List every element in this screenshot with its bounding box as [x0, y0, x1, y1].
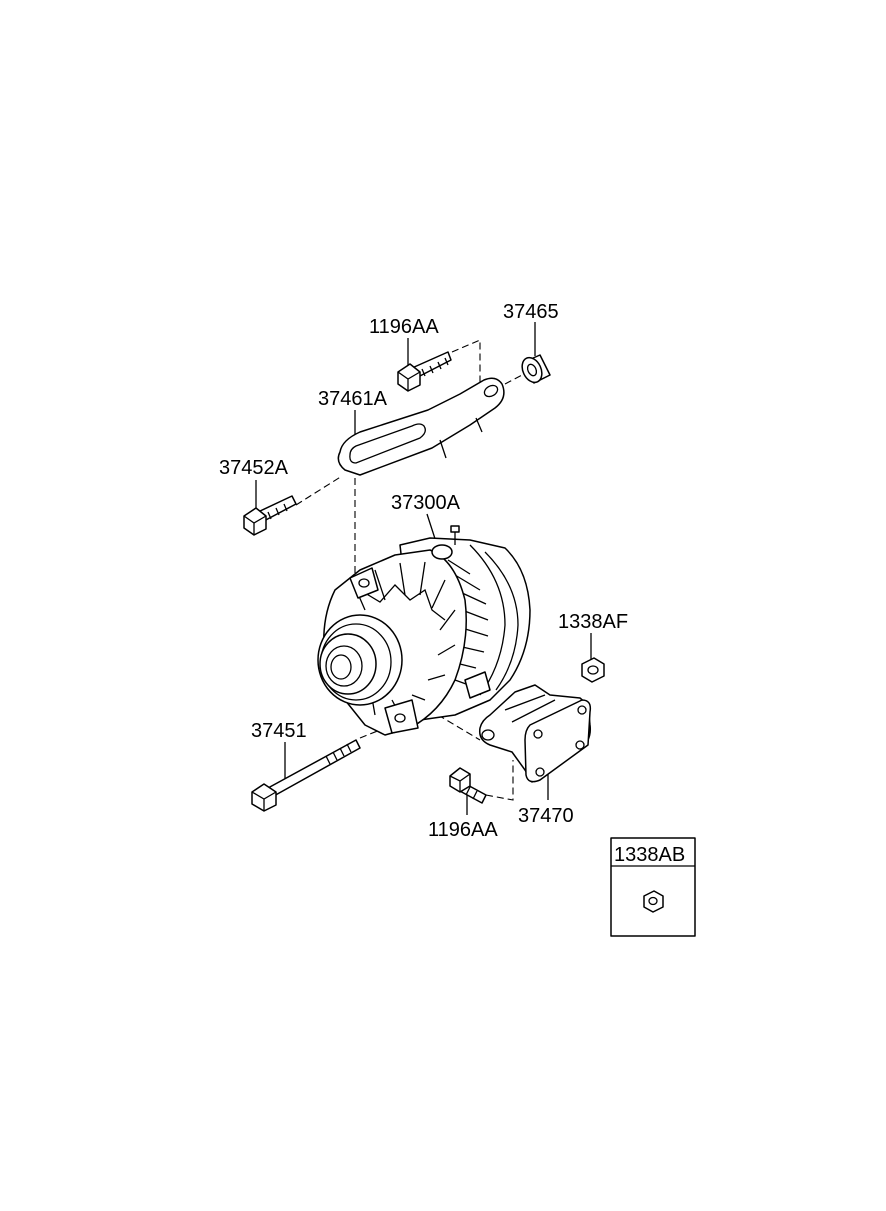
label-37300A: 37300A	[391, 492, 461, 514]
label-37465: 37465	[503, 301, 559, 323]
inset-label-1338AB: 1338AB	[614, 844, 685, 866]
label-37451: 37451	[251, 720, 307, 742]
label-1196AA-lower: 1196AA	[428, 819, 498, 841]
bracket-37461A	[337, 377, 505, 476]
nut-1338AF	[581, 657, 605, 683]
nut-1338AB-icon	[643, 890, 664, 913]
label-1338AF: 1338AF	[558, 611, 628, 633]
label-37452A: 37452A	[219, 457, 289, 479]
long-bolt-37451	[251, 739, 361, 812]
leader-lines	[255, 322, 592, 815]
bolt-upper-1196AA	[397, 351, 452, 392]
spacer-37465	[521, 354, 551, 384]
bolt-lower-1196AA	[449, 767, 487, 804]
bolt-37452A	[243, 495, 297, 536]
bracket-37470	[478, 684, 592, 783]
label-1196AA-upper: 1196AA	[369, 316, 439, 338]
inset-box-1338AB: 1338AB	[610, 837, 696, 937]
label-37470: 37470	[518, 805, 574, 827]
alternator-37300A	[317, 525, 531, 736]
label-37461A: 37461A	[318, 388, 388, 410]
